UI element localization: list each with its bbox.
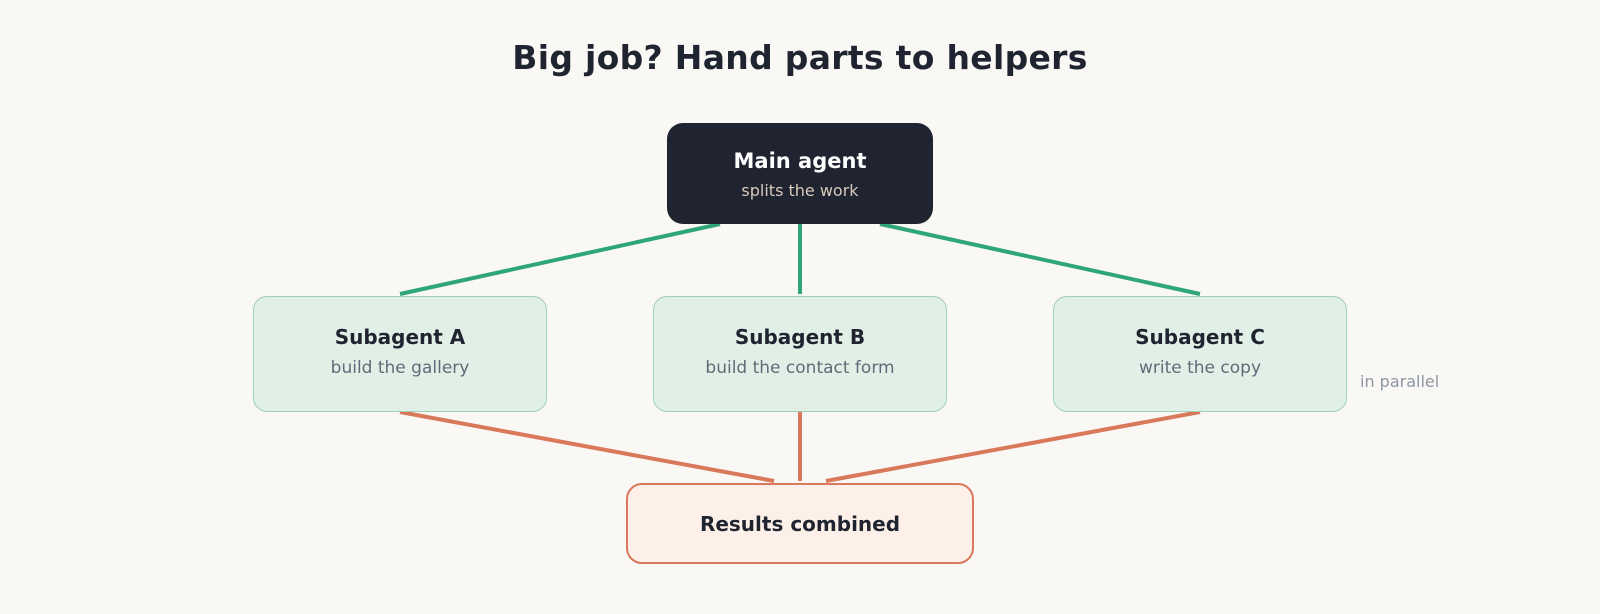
subagent-a-title: Subagent A <box>334 325 466 349</box>
subagent-b-task: build the contact form <box>705 358 895 378</box>
subagent-c-title: Subagent C <box>1135 325 1265 349</box>
subagent-c-task: write the copy <box>1138 358 1262 378</box>
subagent-a-task: build the gallery <box>330 358 470 378</box>
parallel-note: in parallel <box>1360 372 1440 391</box>
subagent-b-title: Subagent B <box>734 325 866 349</box>
combine-line-c <box>825 410 1201 483</box>
subagent-b-node: Subagent B build the contact form <box>653 296 947 412</box>
results-combined-node: Results combined <box>626 483 974 564</box>
split-line-a <box>399 222 721 296</box>
main-agent-subtitle: splits the work <box>741 181 859 200</box>
subagent-c-node: Subagent C write the copy <box>1053 296 1347 412</box>
main-agent-node: Main agent splits the work <box>667 123 933 224</box>
combine-line-a <box>399 410 775 483</box>
split-line-c <box>879 222 1201 296</box>
main-agent-title: Main agent <box>733 149 867 173</box>
subagent-a-node: Subagent A build the gallery <box>253 296 547 412</box>
results-combined-title: Results combined <box>699 512 901 536</box>
diagram-title: Big job? Hand parts to helpers <box>512 38 1088 77</box>
